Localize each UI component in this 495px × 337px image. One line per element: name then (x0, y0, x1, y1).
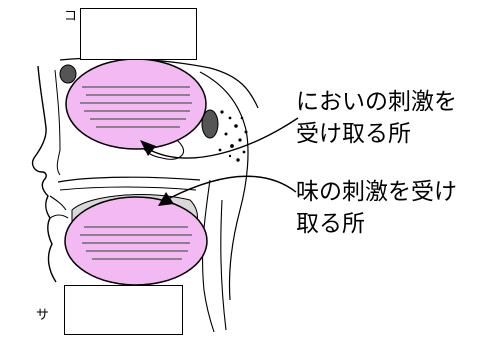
throat-line-2 (220, 199, 227, 331)
taste-arrow-line (169, 175, 297, 199)
taste-texture (80, 226, 192, 260)
skull-line-2 (199, 71, 249, 301)
smell-arrow-line (149, 117, 299, 159)
callout-taste-line1: 味の刺激を受け (296, 179, 457, 205)
marker-sa: サ (36, 308, 50, 323)
callout-taste: 味の刺激を受け 取る所 (296, 176, 457, 240)
sphenoid-sinus (201, 109, 219, 139)
answer-box-ko[interactable] (80, 8, 197, 60)
nose-inner-line (54, 69, 61, 176)
marker-ko: コ (64, 9, 78, 24)
upper-lip (49, 195, 67, 211)
callout-smell-line1: においの刺激を (296, 89, 457, 115)
nose-outline (31, 65, 57, 283)
answer-box-sa[interactable] (64, 285, 183, 335)
frontal-sinus (59, 64, 77, 84)
lower-lip (49, 214, 69, 219)
callout-taste-line2: 取る所 (296, 211, 365, 237)
adenoid-tissue (218, 110, 248, 162)
throat-line-1 (202, 179, 215, 333)
hard-palate (57, 176, 201, 183)
callout-smell: においの刺激を 受け取る所 (296, 86, 457, 150)
taste-region-highlight (64, 196, 208, 286)
taste-arrowhead (158, 192, 174, 206)
olfactory-texture (80, 86, 192, 128)
callout-smell-line2: 受け取る所 (296, 121, 411, 147)
hard-palate-2 (59, 186, 197, 191)
smell-arrowhead (140, 140, 156, 156)
